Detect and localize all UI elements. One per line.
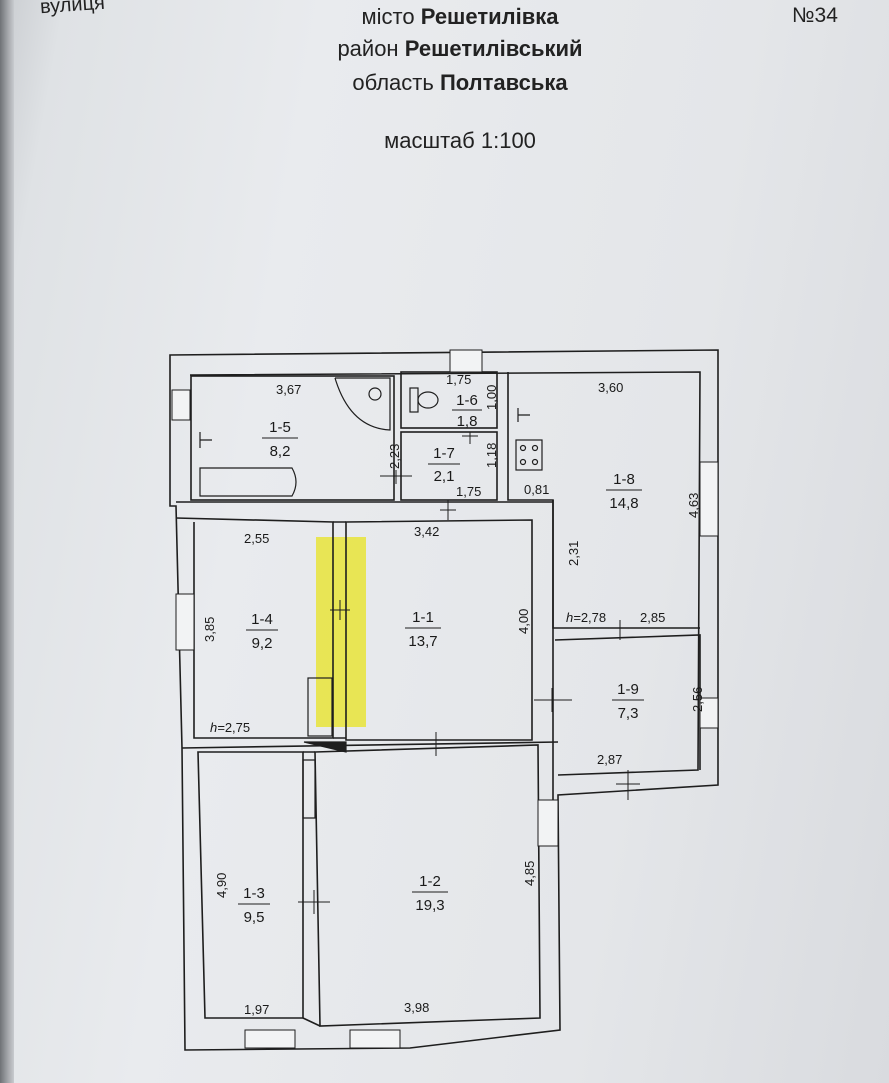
region-label: область bbox=[352, 70, 434, 95]
room-1-9-id: 1-9 bbox=[617, 681, 639, 698]
room-1-2-id: 1-2 bbox=[419, 873, 441, 890]
room-1-4-id: 1-4 bbox=[251, 611, 273, 628]
room-labels: 1-5 8,2 1-6 1,8 1-7 2,1 1-8 14,8 1-4 9,2… bbox=[238, 392, 644, 926]
room-1-6-id: 1-6 bbox=[456, 392, 478, 409]
room-1-6-area: 1,8 bbox=[457, 413, 478, 430]
room-1-5-area: 8,2 bbox=[270, 443, 291, 460]
dim-4-90: 4,90 bbox=[214, 873, 229, 898]
kitchen-sink-icon bbox=[517, 408, 530, 422]
dim-4-63: 4,63 bbox=[686, 493, 701, 518]
city-line: місто Решетилівка bbox=[200, 4, 720, 30]
windows bbox=[171, 349, 719, 1049]
book-spine-shadow bbox=[0, 0, 14, 1083]
window bbox=[699, 461, 719, 537]
window bbox=[349, 1029, 401, 1049]
district-label: район bbox=[337, 36, 399, 61]
dim-3-98: 3,98 bbox=[404, 1000, 429, 1015]
window bbox=[244, 1029, 296, 1049]
room-1-8-area: 14,8 bbox=[609, 495, 638, 512]
height-prefix: h= bbox=[210, 720, 225, 735]
room-1-8-id: 1-8 bbox=[613, 471, 635, 488]
room-1-1-area: 13,7 bbox=[408, 633, 437, 650]
burner bbox=[531, 444, 539, 452]
stove-heater bbox=[307, 677, 333, 737]
dim-1-97: 1,97 bbox=[244, 1002, 269, 1017]
room-1-9-area: 7,3 bbox=[618, 705, 639, 722]
dim-1-75-mid: 1,75 bbox=[456, 484, 481, 499]
city-name: Решетилівка bbox=[420, 4, 559, 29]
window bbox=[699, 697, 719, 729]
height-value: 2,78 bbox=[581, 610, 606, 625]
shower-head-icon bbox=[368, 387, 382, 401]
stove-icon bbox=[515, 439, 543, 471]
window bbox=[537, 799, 559, 847]
dim-4-00: 4,00 bbox=[516, 609, 531, 634]
dim-1-00: 1,00 bbox=[484, 385, 499, 410]
house-number: №34 bbox=[792, 4, 838, 27]
burner bbox=[519, 444, 527, 452]
region-name: Полтавська bbox=[439, 70, 568, 95]
window bbox=[175, 593, 195, 651]
shower-tray bbox=[334, 377, 391, 431]
room-1-5-id: 1-5 bbox=[269, 419, 291, 436]
dim-3-67: 3,67 bbox=[276, 382, 301, 397]
dim-2-31: 2,31 bbox=[566, 541, 581, 566]
burner bbox=[519, 458, 527, 466]
partition-stove bbox=[302, 759, 316, 819]
dim-1-18: 1,18 bbox=[484, 443, 499, 468]
highlight-marker bbox=[316, 537, 366, 727]
doors bbox=[298, 432, 640, 914]
dim-2-85: 2,85 bbox=[640, 610, 665, 625]
scale-label: масштаб 1:100 bbox=[384, 128, 536, 153]
height-value: 2,75 bbox=[225, 720, 250, 735]
room-1-7-area: 2,1 bbox=[434, 468, 455, 485]
dimension-labels: 3,67 1,75 1,00 3,60 2,23 1,18 1,75 0,81 … bbox=[202, 372, 705, 1017]
district-line: район Решетилівський bbox=[200, 36, 720, 62]
dim-2-23: 2,23 bbox=[387, 444, 402, 469]
burner bbox=[531, 458, 539, 466]
chimney-mark bbox=[303, 741, 347, 753]
dim-2-55: 2,55 bbox=[244, 531, 269, 546]
fixtures bbox=[199, 377, 543, 819]
h-2-78: h=2,78 bbox=[566, 610, 606, 625]
dim-1-75-top: 1,75 bbox=[446, 372, 471, 387]
dim-2-87: 2,87 bbox=[597, 752, 622, 767]
dim-3-60: 3,60 bbox=[598, 380, 623, 395]
dim-4-85: 4,85 bbox=[522, 861, 537, 886]
dim-0-81: 0,81 bbox=[524, 482, 549, 497]
window bbox=[449, 349, 483, 373]
height-prefix: h= bbox=[566, 610, 581, 625]
toilet-icon bbox=[417, 391, 439, 409]
room-1-2-area: 19,3 bbox=[415, 897, 444, 914]
dim-3-85: 3,85 bbox=[202, 617, 217, 642]
room-1-3-id: 1-3 bbox=[243, 885, 265, 902]
toilet-tank bbox=[409, 387, 419, 413]
bathtub bbox=[199, 467, 297, 497]
city-label: місто bbox=[361, 4, 415, 29]
h-2-75: h=2,75 bbox=[210, 720, 250, 735]
room-1-7-id: 1-7 bbox=[433, 445, 455, 462]
district-name: Решетилівський bbox=[404, 36, 583, 61]
room-1-4-area: 9,2 bbox=[252, 635, 273, 652]
window bbox=[171, 389, 191, 421]
sink-icon bbox=[199, 432, 212, 448]
room-1-1-id: 1-1 bbox=[412, 609, 434, 626]
dim-3-42: 3,42 bbox=[414, 524, 439, 539]
region-line: область Полтавська bbox=[200, 70, 720, 96]
room-1-3-area: 9,5 bbox=[244, 909, 265, 926]
dim-2-56: 2,56 bbox=[690, 687, 705, 712]
